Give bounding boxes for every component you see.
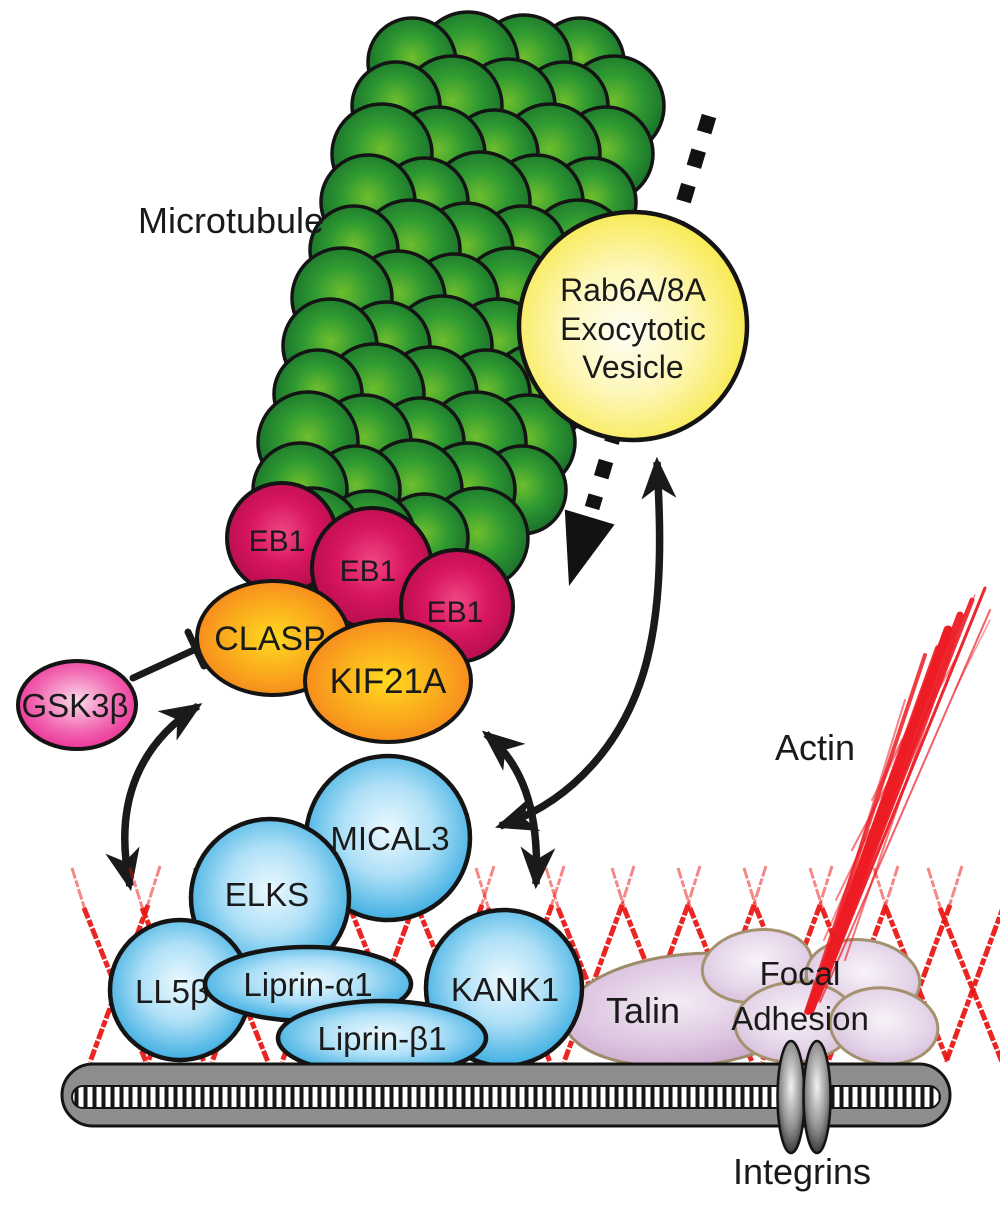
interaction-arrows	[105, 456, 677, 892]
talin-label: Talin	[606, 990, 680, 1031]
inhibition-line	[129, 645, 200, 682]
liprin-b1-label: Liprin-β1	[317, 1020, 446, 1057]
actin-cross	[926, 867, 1000, 1063]
dashed-line	[584, 113, 717, 511]
elks-label: ELKS	[225, 876, 309, 913]
motor-group: CLASP KIF21A	[195, 579, 473, 744]
eb1-label-1: EB1	[249, 525, 306, 558]
kif21a-ellipse	[303, 618, 473, 744]
microtubule-label: Microtubule	[138, 200, 324, 241]
membrane-core-stripes	[71, 1085, 941, 1109]
integrin-subunit	[802, 1039, 832, 1155]
eb1-label-3: EB1	[427, 596, 484, 629]
arrow-kif21a-kank1	[481, 730, 556, 890]
vesicle-label-line1: Rab6A/8A	[560, 272, 707, 308]
integrin-subunit	[776, 1039, 806, 1155]
actin-fiber	[804, 653, 927, 1014]
plasma-membrane	[60, 1062, 952, 1128]
kif21a-label: KIF21A	[330, 662, 447, 701]
liprin-a1-label: Liprin-α1	[243, 966, 372, 1003]
cortical-complex: MICAL3 ELKS KANK1 LL5β Liprin-α1 Liprin-…	[107, 753, 585, 1078]
gsk3b-group: GSK3β	[16, 628, 208, 751]
rab-vesicle: Rab6A/8A Exocytotic Vesicle	[516, 209, 750, 443]
focal-adhesion-group	[700, 928, 940, 1066]
vesicle-label-line3: Vesicle	[582, 349, 683, 385]
inhibition-tee-bar	[184, 628, 208, 670]
ll5b-label: LL5β	[135, 973, 209, 1010]
dashed-arrowhead	[564, 509, 615, 586]
focal-adhesion-label-line1: Focal	[760, 955, 841, 992]
actin-label: Actin	[775, 727, 855, 768]
actin-fiber	[835, 829, 871, 901]
actin-fiber	[954, 619, 991, 691]
focal-adhesion-label-line2: Adhesion	[731, 1000, 869, 1037]
clasp-label: CLASP	[214, 620, 326, 658]
actin-fiber	[819, 609, 991, 1003]
actin-fiber	[823, 688, 937, 987]
actin-fiber	[879, 739, 903, 791]
gsk3b-label: GSK3β	[21, 687, 128, 724]
actin-fiber	[871, 719, 913, 801]
actin-fiber	[805, 645, 941, 1015]
integrins-label: Integrins	[733, 1151, 871, 1192]
actin-fiber	[851, 759, 901, 851]
actin-fiber	[904, 659, 956, 751]
kank1-label: KANK1	[451, 971, 559, 1008]
arrow-mical3-vesicle	[495, 456, 677, 831]
integrins-group	[776, 1039, 832, 1155]
actin-bundle	[804, 586, 991, 1015]
vesicle-circle	[516, 209, 750, 443]
vesicle-label-line2: Exocytotic	[560, 311, 706, 347]
mical3-label: MICAL3	[330, 820, 449, 857]
eb1-label-2: EB1	[340, 555, 397, 588]
actin-fiber	[823, 879, 851, 941]
actin-fiber	[939, 594, 976, 661]
arrow-clasp-ll5b	[105, 702, 203, 892]
